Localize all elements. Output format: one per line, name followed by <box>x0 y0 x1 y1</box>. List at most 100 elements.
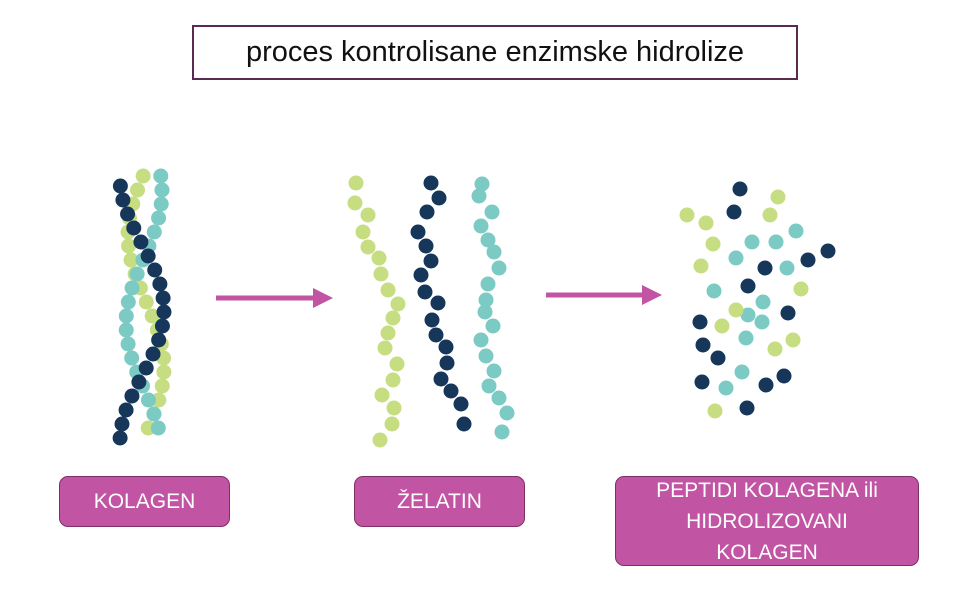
gelatin-teal-bead <box>491 390 507 406</box>
peptide-fragment-navy-bead <box>710 350 726 366</box>
peptide-fragment-lime-strand <box>707 403 723 419</box>
collagen-navy-bead <box>154 318 170 334</box>
gelatin-teal-bead <box>486 244 502 260</box>
gelatin-navy-bead <box>417 284 433 300</box>
arrow-gelatin-to-peptides <box>546 285 662 305</box>
arrow-collagen-to-gelatin <box>216 288 333 308</box>
collagen-teal-bead <box>118 322 134 338</box>
peptide-fragment-lime-strand <box>714 302 744 334</box>
gelatin-lime-bead <box>385 310 401 326</box>
peptide-fragment-navy-bead <box>757 260 773 276</box>
collagen-navy-bead <box>140 248 156 264</box>
peptide-fragment-navy-strand <box>800 243 836 268</box>
collagen-teal-bead <box>120 294 136 310</box>
peptide-fragment-navy-strand <box>780 305 796 321</box>
gelatin-navy-bead <box>418 238 434 254</box>
peptide-fragment-teal-strand <box>738 330 754 346</box>
gelatin-navy-bead <box>413 267 429 283</box>
collagen-lime-bead <box>121 238 137 254</box>
gelatin-navy-bead <box>439 355 455 371</box>
collagen-teal-bead <box>154 182 170 198</box>
gelatin-teal-bead <box>471 188 487 204</box>
peptide-fragment-teal-bead <box>734 364 750 380</box>
gelatin-lime-bead <box>389 356 405 372</box>
collagen-teal-bead <box>120 336 136 352</box>
peptide-fragment-lime-bead <box>679 207 695 223</box>
collagen-navy-bead <box>118 402 134 418</box>
peptide-fragment-teal-bead <box>738 330 754 346</box>
collagen-navy-bead <box>145 346 161 362</box>
collagen-navy-bead <box>138 360 154 376</box>
collagen-lime-bead <box>138 294 154 310</box>
gelatin-teal-bead <box>478 292 494 308</box>
collagen-teal-bead <box>124 350 140 366</box>
collagen-lime-bead <box>123 252 139 268</box>
peptide-fragment-teal-strand <box>718 364 750 396</box>
peptide-fragment-lime-bead <box>698 215 714 231</box>
gelatin-navy-bead <box>433 371 449 387</box>
collagen-navy-bead <box>114 416 130 432</box>
collagen-lime-bead <box>135 168 151 184</box>
gelatin-teal-bead <box>481 378 497 394</box>
gelatin-navy-bead <box>431 190 447 206</box>
peptide-fragment-navy-bead <box>732 181 748 197</box>
collagen-lime-bead <box>156 364 172 380</box>
peptide-fragment-navy-bead <box>758 377 774 393</box>
gelatin-navy-bead <box>453 396 469 412</box>
collagen-teal-bead <box>118 308 134 324</box>
peptide-fragment-teal-bead <box>706 283 722 299</box>
collagen-navy-bead <box>152 276 168 292</box>
gelatin-teal-bead <box>499 405 515 421</box>
collagen-teal-bead <box>146 406 162 422</box>
hydrolyzed-label-line-3: KOLAGEN <box>716 540 818 564</box>
peptide-fragment-navy-bead <box>740 278 756 294</box>
gelatin-lime-bead <box>355 224 371 240</box>
peptide-fragment-teal-strand <box>728 234 760 266</box>
gelatin-navy-strand <box>410 175 472 432</box>
collagen-label: KOLAGEN <box>59 476 230 527</box>
gelatin-teal-bead <box>486 363 502 379</box>
collagen-navy-bead <box>156 304 172 320</box>
collagen-teal-bead <box>153 196 169 212</box>
gelatin-lime-bead <box>373 266 389 282</box>
peptide-fragment-lime-bead <box>785 332 801 348</box>
gelatin-lime-bead <box>374 387 390 403</box>
peptide-fragment-teal-bead <box>754 314 770 330</box>
peptide-fragment-teal-bead <box>768 234 784 250</box>
peptide-fragment-teal-strand <box>740 294 771 323</box>
collagen-lime-bead <box>144 308 160 324</box>
collagen-teal-bead <box>150 420 166 436</box>
peptide-fragment-navy-strand <box>726 181 748 220</box>
collagen-teal-bead <box>146 224 162 240</box>
peptide-fragment-teal-bead <box>788 223 804 239</box>
peptide-fragment-navy-bead <box>800 252 816 268</box>
gelatin-teal-bead <box>491 260 507 276</box>
peptide-fragment-lime-strand <box>767 332 801 357</box>
gelatin-label: ŽELATIN <box>354 476 525 527</box>
gelatin-navy-bead <box>410 224 426 240</box>
gelatin-label-text: ŽELATIN <box>397 490 482 513</box>
gelatin-navy-bead <box>423 253 439 269</box>
peptide-fragment-teal-strand <box>779 260 795 276</box>
gelatin-teal-bead <box>473 332 489 348</box>
collagen-teal-bead <box>140 392 156 408</box>
collagen-navy-strand <box>112 178 172 446</box>
peptide-fragment-lime-bead <box>793 281 809 297</box>
peptide-fragment-teal-bead <box>728 250 744 266</box>
collagen-lime-bead <box>151 392 167 408</box>
collagen-navy-bead <box>147 262 163 278</box>
peptide-fragment-lime-strand <box>762 189 786 223</box>
gelatin-teal-bead <box>480 232 496 248</box>
hydrolyzed-collagen-label: PEPTIDI KOLAGENA ili HIDROLIZOVANI KOLAG… <box>615 476 919 566</box>
peptide-fragment-teal-strand <box>706 283 722 299</box>
gelatin-lime-bead <box>390 296 406 312</box>
peptide-fragment-navy-bead <box>694 374 710 390</box>
peptide-fragment-navy-strand <box>740 260 773 294</box>
peptide-fragment-lime-bead <box>714 318 730 334</box>
gelatin-teal-bead <box>478 348 494 364</box>
hydrolyzed-label-line-1: PEPTIDI KOLAGENA ili <box>656 478 878 502</box>
gelatin-teal-bead <box>494 424 510 440</box>
collagen-label-text: KOLAGEN <box>93 490 196 513</box>
gelatin-lime-bead <box>360 239 376 255</box>
peptide-fragment-navy-bead <box>780 305 796 321</box>
